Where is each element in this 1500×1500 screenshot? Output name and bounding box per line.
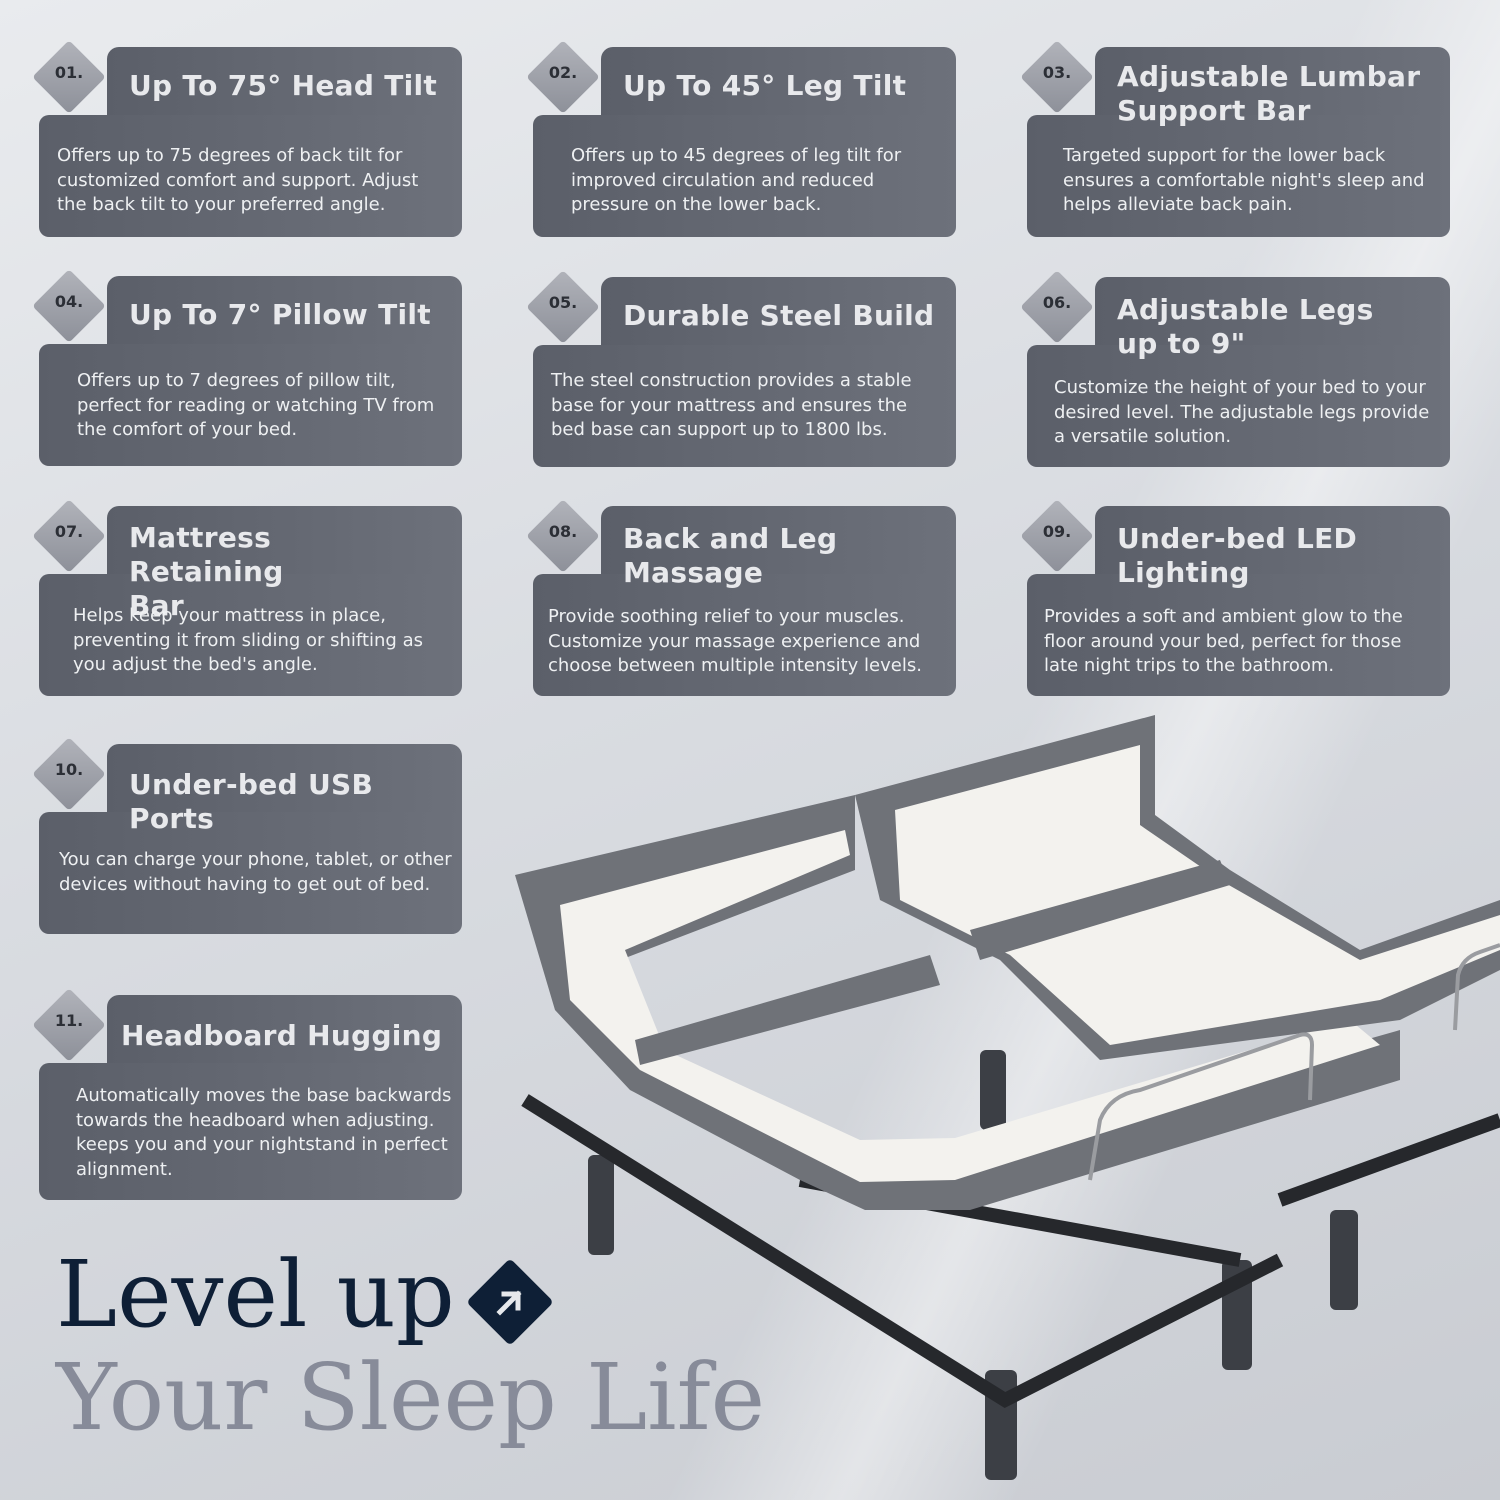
feature-card-04: 04. Up To 7° Pillow Tilt Offers up to 7 … (32, 269, 462, 466)
headline-line-1: Level up (56, 1241, 455, 1348)
feature-title: Up To 75° Head Tilt (129, 69, 438, 102)
feature-title: Under-bed LED Lighting (1117, 522, 1358, 589)
feature-card-07: 07. Mattress Retaining Bar Helps keep yo… (32, 499, 462, 696)
feature-title: Back and Leg Massage (623, 522, 838, 589)
adjustable-bed-image (515, 715, 1500, 1480)
diagonal-arrow-icon (465, 1258, 554, 1346)
feature-description: Offers up to 75 degrees of back tilt for… (57, 145, 419, 215)
feature-description: Targeted support for the lower back ensu… (1063, 145, 1425, 215)
feature-title: Adjustable Legs up to 9" (1117, 293, 1374, 360)
feature-card-08: 08. Back and Leg Massage Provide soothin… (526, 499, 956, 696)
feature-title: Under-bed USB Ports (129, 768, 374, 835)
feature-title: Up To 7° Pillow Tilt (129, 298, 431, 331)
feature-card-10: 10. Under-bed USB Ports You can charge y… (32, 737, 462, 934)
feature-card-05: 05. Durable Steel Build The steel constr… (526, 270, 956, 467)
feature-title: Adjustable Lumbar Support Bar (1117, 60, 1421, 127)
feature-description: Automatically moves the base backwards t… (76, 1085, 452, 1180)
feature-title: Headboard Hugging (121, 1019, 443, 1052)
headline-line-2: Your Sleep Life (56, 1344, 766, 1451)
headline: Level up Your Sleep Life (56, 1241, 766, 1451)
feature-card-11: 11. Headboard Hugging Automatically move… (32, 988, 462, 1200)
feature-card-02: 02. Up To 45° Leg Tilt Offers up to 45 d… (526, 40, 956, 237)
feature-title: Up To 45° Leg Tilt (623, 69, 907, 102)
feature-description: Provide soothing relief to your muscles.… (548, 606, 922, 676)
feature-card-01: 01. Up To 75° Head Tilt Offers up to 75 … (32, 40, 462, 237)
feature-description: Helps keep your mattress in place, preve… (73, 605, 423, 675)
feature-description: You can charge your phone, tablet, or ot… (59, 849, 452, 895)
feature-title: Mattress Retaining Bar (129, 521, 284, 622)
feature-title: Durable Steel Build (623, 299, 935, 332)
feature-card-09: 09. Under-bed LED Lighting Provides a so… (1020, 499, 1450, 696)
feature-description: The steel construction provides a stable… (551, 370, 912, 440)
feature-card-06: 06. Adjustable Legs up to 9" Customize t… (1020, 270, 1450, 467)
feature-card-03: 03. Adjustable Lumbar Support Bar Target… (1020, 40, 1450, 237)
feature-description: Provides a soft and ambient glow to the … (1044, 606, 1403, 676)
feature-description: Offers up to 45 degrees of leg tilt for … (571, 145, 902, 215)
feature-description: Customize the height of your bed to your… (1054, 377, 1430, 447)
feature-description: Offers up to 7 degrees of pillow tilt, p… (77, 370, 435, 440)
